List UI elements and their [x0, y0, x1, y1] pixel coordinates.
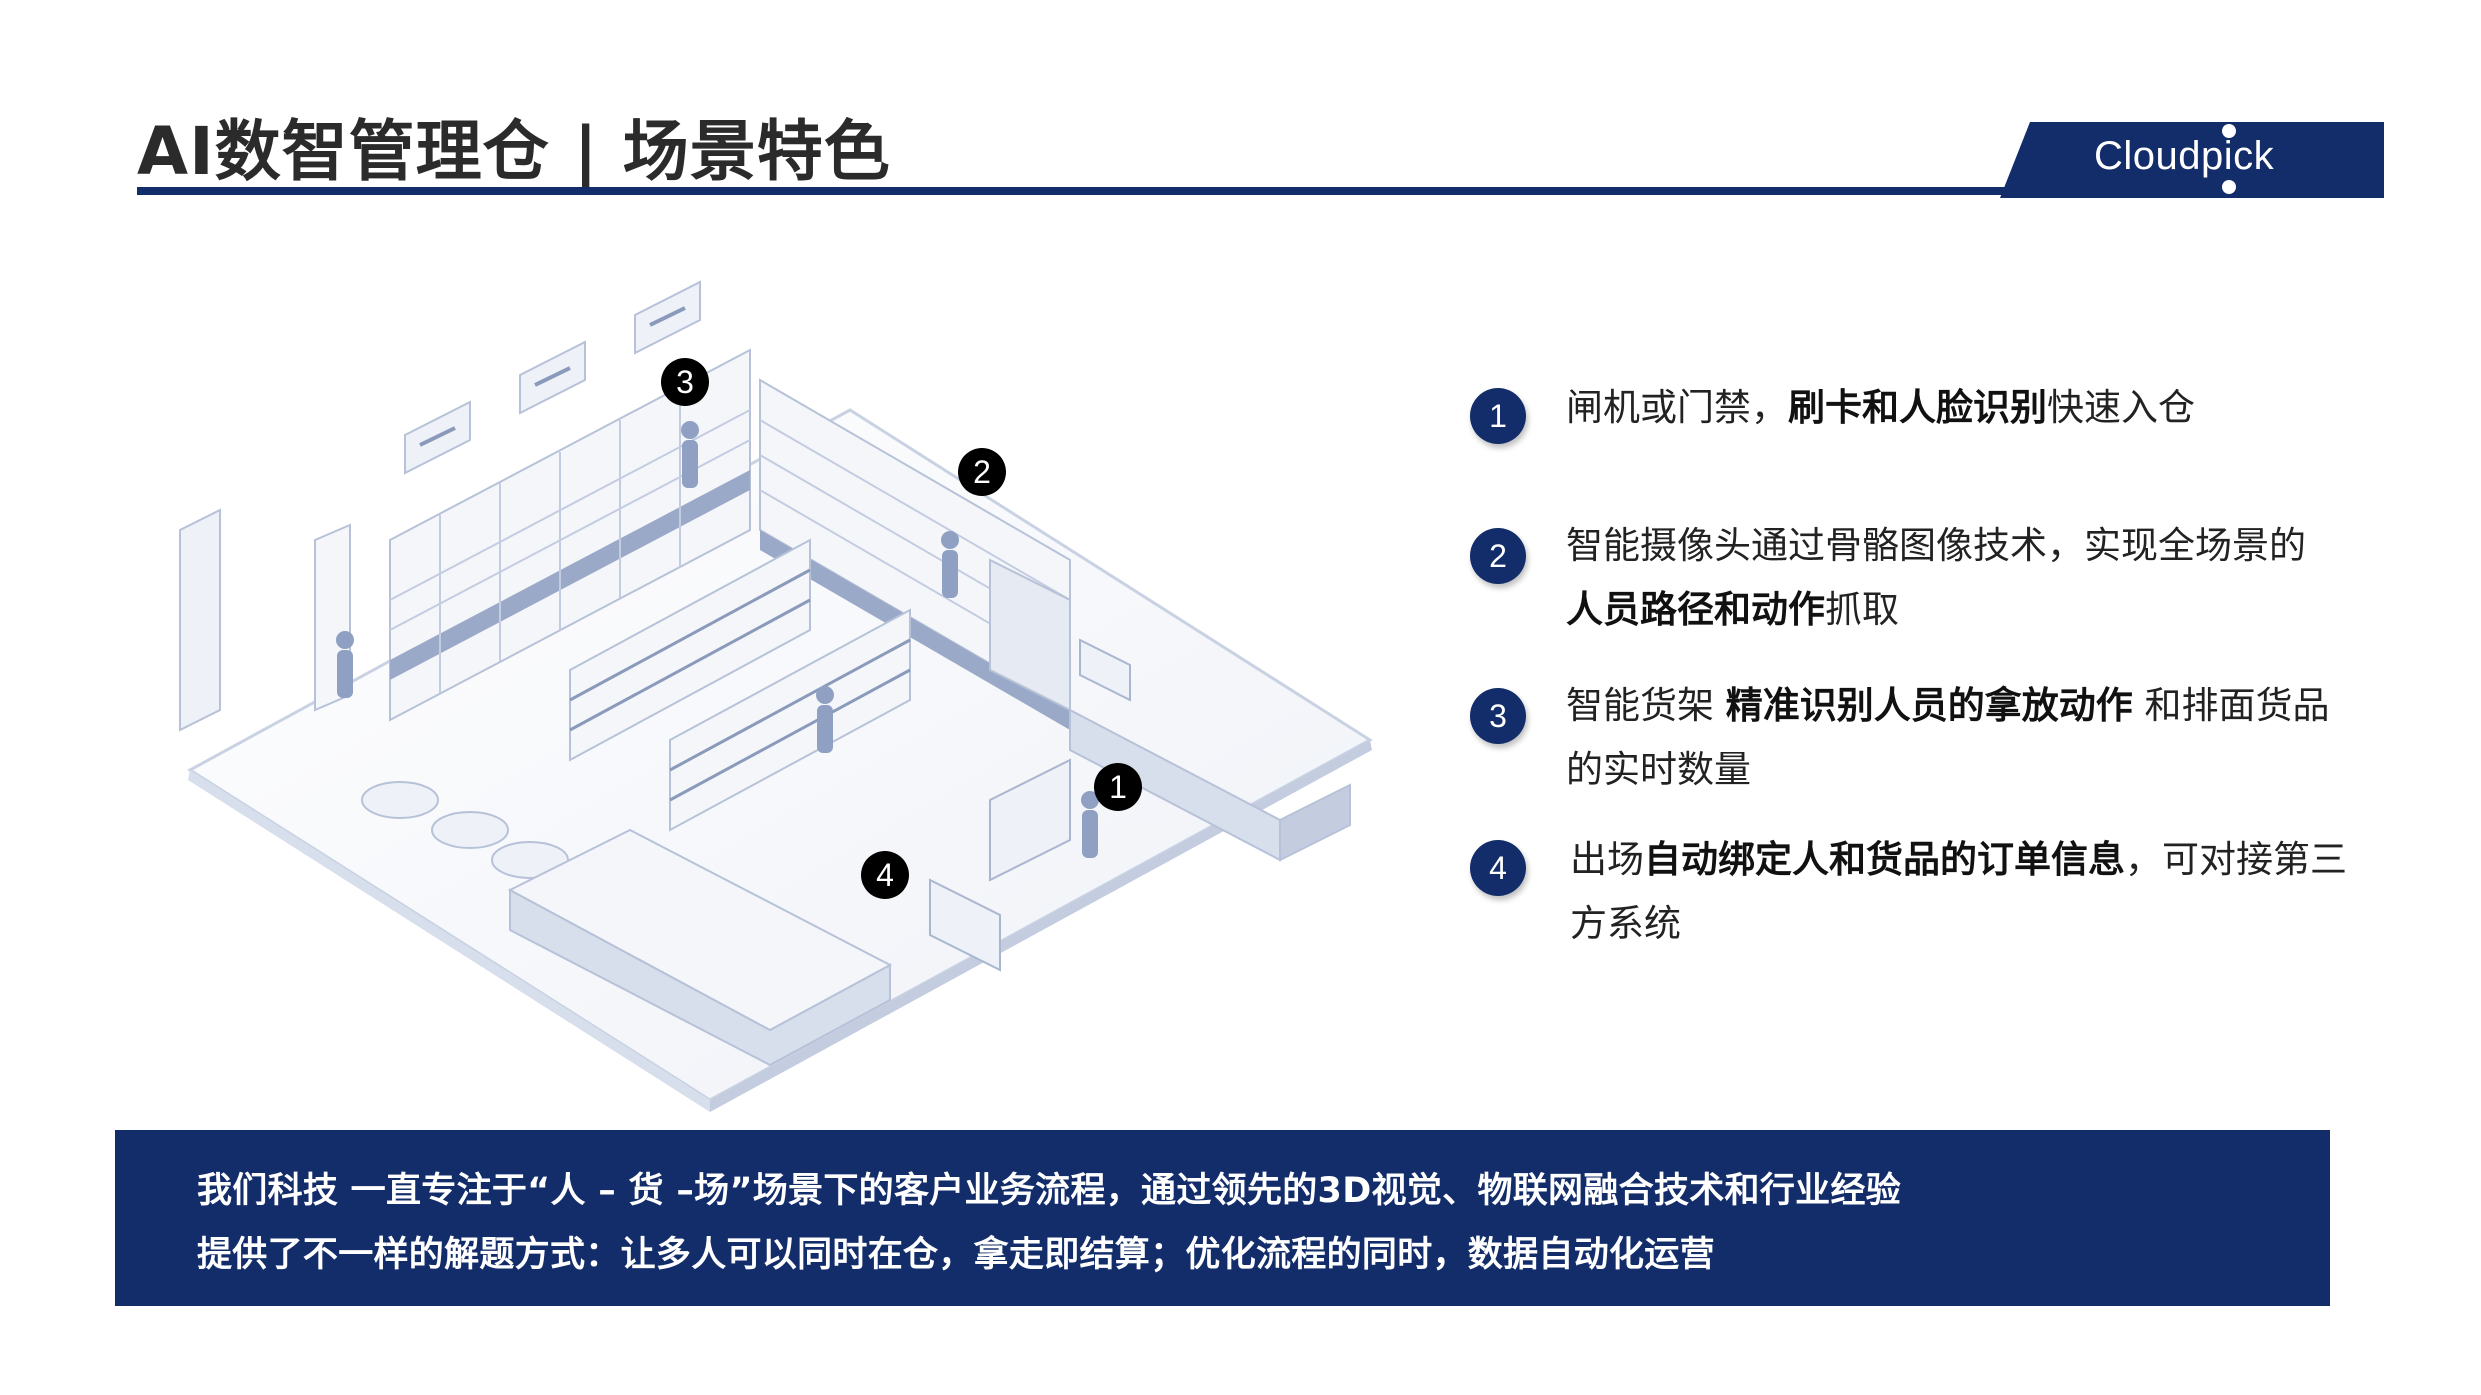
feature-text: 闸机或门禁，刷卡和人脸识别快速入仓 [1566, 386, 2195, 429]
svg-text:3: 3 [676, 364, 694, 400]
logo-banner [2000, 122, 2384, 198]
feature-number-badge: 4 [1470, 840, 1526, 896]
feature-text: 智能货架 精准识别人员的拿放动作 和排面货品的实时数量 [1566, 684, 2330, 791]
svg-text:4: 4 [876, 857, 894, 893]
feature-number-badge: 2 [1470, 528, 1526, 584]
summary-banner: 我们科技 一直专注于“人 – 货 –场”场景下的客户业务流程，通过领先的3D视觉… [115, 1130, 2330, 1306]
svg-text:2: 2 [973, 454, 991, 490]
logo-dot-top [2222, 124, 2236, 138]
scene-marker-3: 3 [661, 358, 709, 406]
logo-dot-bottom [2222, 180, 2236, 194]
store-illustration: 3 2 1 4 [179, 280, 1373, 1112]
entry-gate [989, 758, 1071, 882]
feature-text: 出场自动绑定人和货品的订单信息，可对接第三方系统 [1570, 838, 2347, 945]
svg-text:1: 1 [1109, 769, 1127, 805]
cloudpick-logo: Cloudpick [2094, 134, 2275, 178]
scene-marker-4: 4 [861, 851, 909, 899]
feature-number-badge: 1 [1470, 388, 1526, 444]
summary-line-2: 提供了不一样的解题方式：让多人可以同时在仓，拿走即结算；优化流程的同时，数据自动… [197, 1235, 1715, 1275]
scene-marker-2: 2 [958, 448, 1006, 496]
page-title: AI数智管理仓 | 场景特色 [137, 113, 891, 190]
feature-text: 智能摄像头通过骨骼图像技术，实现全场景的人员路径和动作抓取 [1566, 524, 2306, 631]
exit-panel [929, 878, 1001, 972]
title-underline [137, 187, 2017, 195]
summary-line-1: 我们科技 一直专注于“人 – 货 –场”场景下的客户业务流程，通过领先的3D视觉… [197, 1171, 1902, 1211]
scene-marker-1: 1 [1094, 763, 1142, 811]
feature-number-badge: 3 [1470, 688, 1526, 744]
